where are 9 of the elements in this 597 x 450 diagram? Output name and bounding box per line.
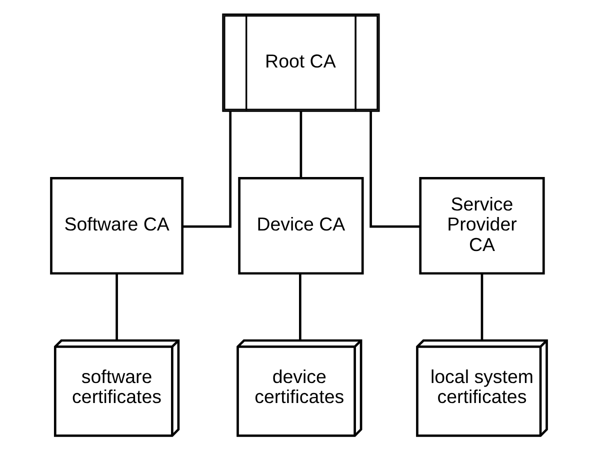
connector [182, 111, 231, 228]
node-box: Software CA [50, 177, 183, 275]
connector [480, 274, 483, 340]
node-box: Device CA [238, 177, 364, 275]
connector [369, 111, 420, 228]
node-box: Service Provider CA [418, 177, 544, 275]
connector [299, 111, 302, 178]
connector [298, 274, 301, 340]
connector [115, 274, 118, 340]
